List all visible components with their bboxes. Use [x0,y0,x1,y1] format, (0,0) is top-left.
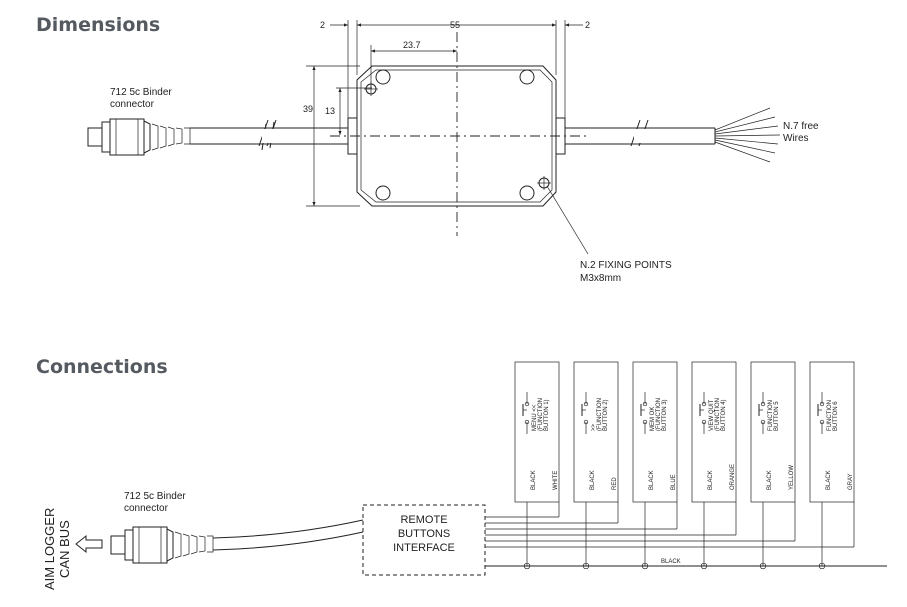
dim-width-label: 55 [450,20,460,30]
connections-heading: Connections [36,356,168,378]
connections-diagram: AIM LOGGER CAN BUS 712 5c Binder connect… [42,361,887,590]
mount-hole-top-left [375,69,391,85]
button-frame [809,361,855,503]
interface-label-1: REMOTE [400,514,447,526]
top-connector-label-2: connector [110,99,155,110]
button-label: VIEW QUIT [709,399,715,431]
wire-label-color: WHITE [553,471,559,490]
cable-gland-right [555,117,566,155]
free-wires [714,107,781,163]
button-label: (FUNCTION [538,398,544,431]
button-frame [514,361,560,503]
ground-junction [818,562,826,570]
wire-label-color: GRAY [848,473,854,490]
mount-hole-bottom-left [375,185,391,201]
dimensions-heading: Dimensions [36,14,161,36]
fixing-label-1: N.2 FIXING POINTS [580,260,672,271]
dim-right-label: 2 [585,20,590,30]
dim-half-label: 13 [325,106,335,116]
ground-junction [523,562,531,570]
bottom-connector-label-1: 712 5c Binder [124,491,186,502]
button-label: FUNCTION [768,400,774,431]
wire-label-color: YELLOW [789,465,795,490]
dimensions-drawing: 2 55 2 23.7 39 13 [87,20,819,284]
button-frame [691,361,737,503]
cable-gland-left [347,117,358,155]
bus-label-2: CAN BUS [57,520,72,578]
remote-buttons-interface [362,504,486,576]
button-label: BUTTON 3) [662,399,668,431]
button-label: (FUNCTION [715,398,721,431]
wire-label-black: BLACK [649,470,655,490]
dim-left-label: 2 [320,20,325,30]
button-label: (FUNCTION [597,398,603,431]
wire-label-black: BLACK [767,470,773,490]
binder-connector-top [87,118,191,156]
button-label: MENU << [532,404,538,431]
bottom-connector-label-2: connector [124,503,169,514]
interface-label-2: BUTTONS [398,528,450,540]
bus-label-1: AIM LOGGER [42,508,57,590]
mount-hole-bottom-right [519,185,535,201]
wire-label-black: BLACK [590,470,596,490]
wire-label-black: BLACK [531,470,537,490]
dim-hole-label: 23.7 [403,40,421,50]
mount-hole-top-right [519,69,535,85]
button-frame [632,361,678,503]
button-label: BUTTON 2) [603,399,609,431]
wire-label-color: BLUE [671,474,677,490]
ground-junction [582,562,590,570]
button-label: MEM OK [650,407,656,431]
button-label: BUTTON 6 [833,401,839,431]
common-wire-label: BLACK [661,559,681,565]
ground-junction [700,562,708,570]
button-frame [750,361,796,503]
housing-outline [356,65,557,207]
button-label: BUTTON 4) [721,399,727,431]
wire-label-color: RED [612,477,618,490]
wires-label-2: Wires [783,133,809,144]
button-label: BUTTON 1) [544,399,550,431]
wires-label-1: N.7 free [783,121,819,132]
button-label: >> [591,423,597,431]
binder-connector-bottom [110,526,214,564]
button-label: (FUNCTION [656,398,662,431]
top-connector-label-1: 712 5c Binder [110,87,172,98]
bus-arrow-icon [75,534,103,554]
wire-label-black: BLACK [708,470,714,490]
ground-junction [759,562,767,570]
interface-label-3: INTERFACE [393,542,455,554]
wire-label-black: BLACK [826,470,832,490]
dim-height-label: 39 [303,104,313,114]
button-frame [573,361,619,503]
wire-label-color: ORANGE [730,464,736,490]
button-label: BUTTON 5 [774,401,780,431]
button-label: FUNCTION [827,400,833,431]
ground-junction [641,562,649,570]
fixing-label-2: M3x8mm [580,273,621,284]
